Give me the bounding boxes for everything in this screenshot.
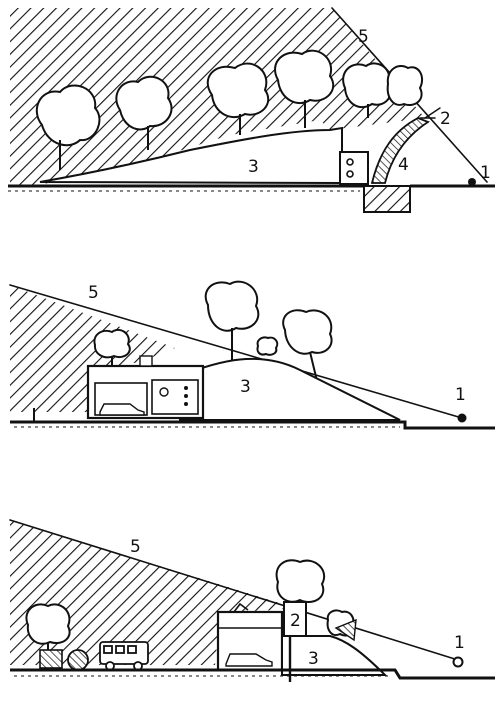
label-3: 3: [240, 377, 251, 397]
panel-top: 5 2 3 4 1: [8, 7, 495, 213]
observer-marker: [457, 413, 467, 423]
earth-mound: [281, 635, 388, 676]
observer-marker: [452, 656, 464, 668]
label-1: 1: [455, 385, 466, 405]
label-2: 2: [290, 611, 301, 631]
label-2: 2: [440, 109, 451, 129]
hidden-zone: [10, 285, 175, 412]
panel-middle: 5 3 1: [9, 280, 495, 430]
tree-group: [35, 49, 424, 147]
tree-group: [93, 280, 333, 359]
car-icon: [99, 403, 145, 416]
shrub: [67, 649, 89, 671]
label-1: 1: [454, 633, 465, 653]
label-3: 3: [308, 649, 319, 669]
label-5: 5: [88, 283, 99, 303]
observer-marker: [468, 178, 476, 186]
garage-structure: [339, 151, 369, 185]
label-1: 1: [480, 163, 491, 183]
sightline: [9, 519, 459, 661]
car-icon: [225, 653, 273, 667]
ground-line: [10, 420, 495, 430]
foundation-block: [363, 185, 411, 213]
label-3: 3: [248, 157, 259, 177]
hidden-zone: [10, 520, 290, 665]
sightline: [9, 284, 463, 419]
vehicle-icon: [99, 641, 149, 671]
ground-line: [10, 668, 495, 680]
screen-wall: [370, 117, 430, 184]
label-5: 5: [358, 27, 369, 47]
earth-mound: [179, 357, 401, 421]
label-4: 4: [398, 155, 409, 175]
earth-mound: [39, 126, 343, 185]
label-5: 5: [130, 537, 141, 557]
panel-bottom: 5 2 3 1: [9, 519, 495, 682]
